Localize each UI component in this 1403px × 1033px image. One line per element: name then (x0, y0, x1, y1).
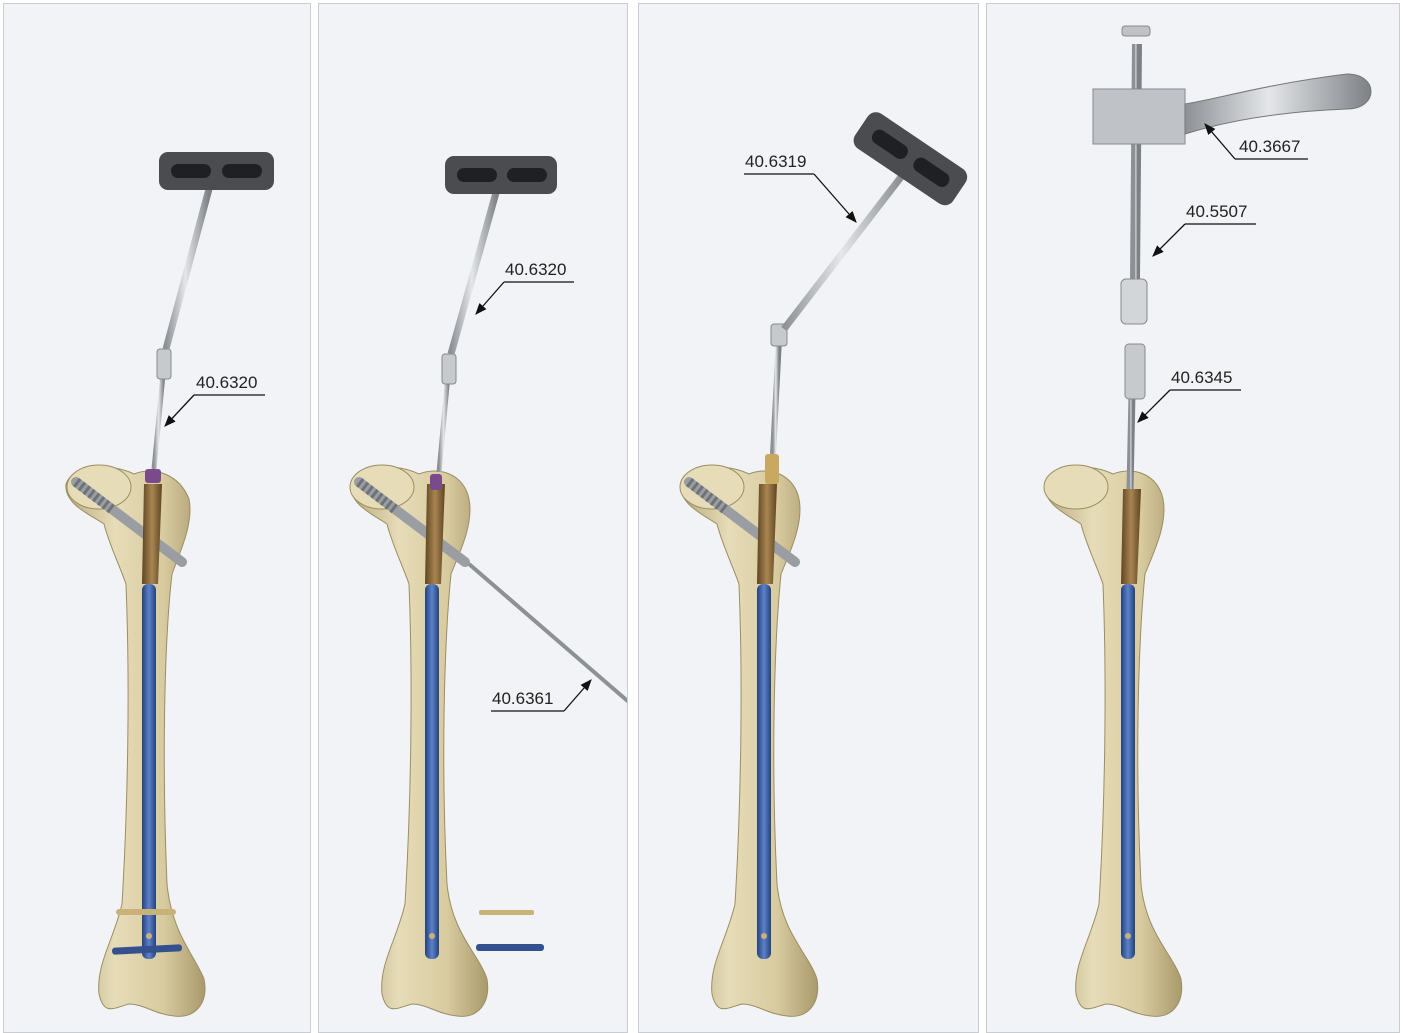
femur-bone (680, 465, 818, 1016)
callout-1: 40.6320 (165, 373, 265, 426)
callout-2: 40.5507 (1153, 202, 1256, 256)
part-number-label: 40.6320 (505, 260, 566, 279)
femur-bone (350, 465, 488, 1016)
loose-screw-blue (476, 944, 544, 951)
callout-1: 40.3667 (1205, 124, 1308, 159)
panel-3: 40.6319 (638, 3, 979, 1033)
callout-1: 40.6319 (744, 152, 856, 222)
callout-1: 40.6320 (476, 260, 574, 314)
t-handle-screwdriver (439, 156, 557, 472)
panel-4: 40.3667 40.5507 40.6345 (986, 3, 1400, 1033)
femur-bone (66, 465, 205, 1016)
end-cap (430, 474, 442, 490)
callout-2: 40.6361 (491, 680, 591, 711)
panel-2: 40.6320 40.6361 (318, 3, 628, 1033)
panel-2-illustration: 40.6320 40.6361 (319, 4, 628, 1033)
panel-1-illustration: 40.6320 (4, 4, 311, 1033)
t-handle-screwdriver (154, 152, 274, 469)
part-number-label: 40.3667 (1239, 137, 1300, 156)
part-number-label: 40.6345 (1171, 368, 1232, 387)
callout-3: 40.6345 (1138, 368, 1241, 422)
part-number-label: 40.6320 (196, 373, 257, 392)
panel-4-illustration: 40.3667 40.5507 40.6345 (987, 4, 1400, 1033)
part-number-label: 40.6361 (492, 689, 553, 708)
loose-screw-gold (479, 910, 534, 915)
part-number-label: 40.5507 (1186, 202, 1247, 221)
adapter-sleeve (765, 454, 779, 484)
femur-bone (1044, 465, 1182, 1016)
guide-wire (469, 564, 628, 704)
panel-3-illustration: 40.6319 (639, 4, 979, 1033)
part-number-label: 40.6319 (745, 152, 806, 171)
end-cap (145, 469, 161, 483)
distal-screw-gold (116, 909, 176, 915)
panel-1: 40.6320 (3, 3, 311, 1033)
